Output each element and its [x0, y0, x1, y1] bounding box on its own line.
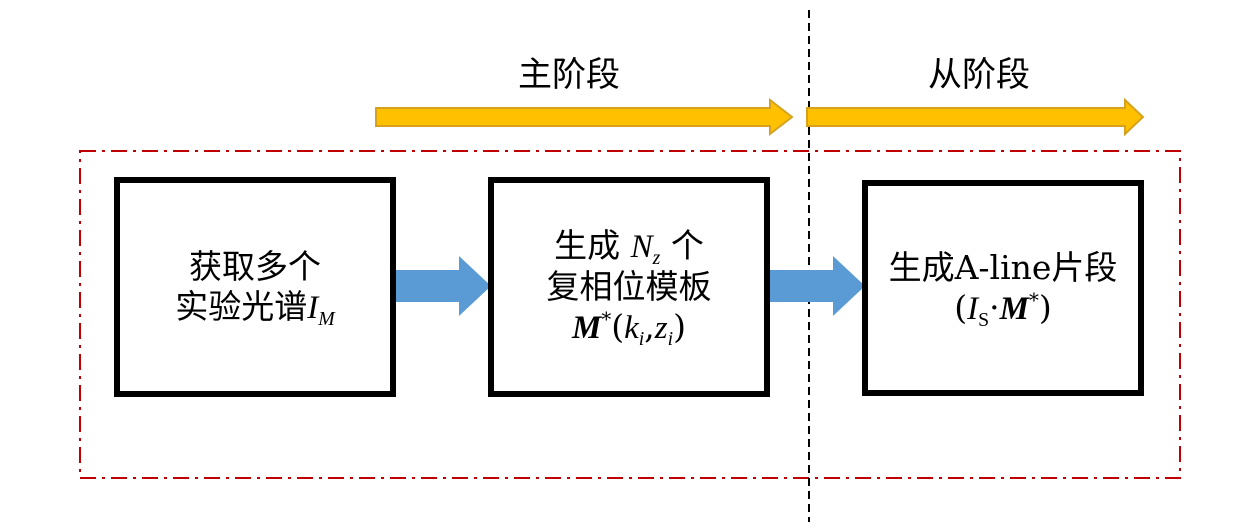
box3-line2: (IS·M*) [954, 287, 1052, 331]
depth-subscript: i [667, 327, 674, 350]
template-matrix-conjugate: * [601, 308, 612, 332]
acquire-spectra-box: 获取多个 实验光谱IM [114, 177, 396, 397]
signal-subscript: S [978, 308, 990, 331]
template-matrix-symbol: M [999, 290, 1029, 327]
spectrum-subscript: M [318, 307, 335, 330]
template-matrix-symbol: M [572, 310, 602, 346]
template-count-symbol: N [630, 229, 653, 265]
signal-symbol: I [967, 290, 979, 327]
slave-stage-label: 从阶段 [928, 55, 1030, 95]
template-count-subscript: z [652, 246, 661, 269]
main-stage-arrow [375, 97, 794, 137]
box2-line2: 复相位模板 [546, 267, 712, 306]
dot-operator: · [989, 287, 1000, 327]
flow-arrow-2 [770, 256, 865, 316]
depth-symbol: z [654, 310, 668, 346]
paren-open: ( [954, 287, 968, 327]
template-count-variable: Nz [630, 229, 661, 268]
slave-stage-arrow [806, 97, 1145, 137]
paren-close: ) [1038, 287, 1052, 327]
wavenumber-subscript: i [638, 327, 645, 350]
generate-templates-box: 生成 Nz 个 复相位模板 M*(ki,zi) [488, 177, 770, 397]
box1-line2-text: 实验光谱 [175, 286, 308, 326]
paren-open: ( [611, 307, 625, 346]
generate-aline-box: 生成A-line片段 (IS·M*) [862, 180, 1144, 396]
comma: , [644, 307, 655, 346]
box1-line1: 获取多个 [189, 246, 321, 286]
spectrum-variable: IM [307, 289, 335, 330]
process-group-boundary [79, 150, 1181, 479]
box2-line3: M*(ki,zi) [572, 307, 686, 350]
box1-line2: 实验光谱IM [175, 286, 335, 330]
box2-line1-text-a: 生成 [554, 226, 631, 265]
signal-variable: IS [967, 290, 990, 331]
flow-arrow-1 [394, 256, 491, 316]
box2-line1-text-b: 个 [660, 226, 704, 265]
spectrum-symbol: I [307, 289, 319, 326]
box2-line1: 生成 Nz 个 [554, 226, 704, 268]
main-stage-label: 主阶段 [518, 55, 620, 95]
box3-line1: 生成A-line片段 [888, 247, 1118, 287]
wavenumber-symbol: k [624, 310, 639, 346]
template-matrix-conjugate: * [1028, 288, 1039, 312]
paren-close: ) [673, 307, 686, 346]
